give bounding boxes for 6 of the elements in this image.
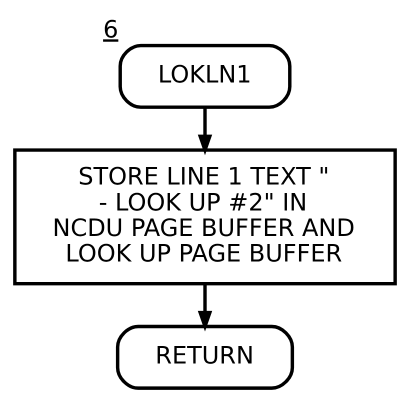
arrow — [198, 107, 212, 155]
arrow — [198, 283, 212, 332]
node-box: RETURN — [116, 324, 294, 390]
node-box: STORE LINE 1 TEXT " - LOOK UP #2" IN NCDU PAGE BUFFER AND LOOK UP PAGE BUFFER — [13, 148, 397, 285]
node-box: LOKLN1 — [118, 43, 292, 108]
node-label: 6 — [103, 14, 118, 43]
